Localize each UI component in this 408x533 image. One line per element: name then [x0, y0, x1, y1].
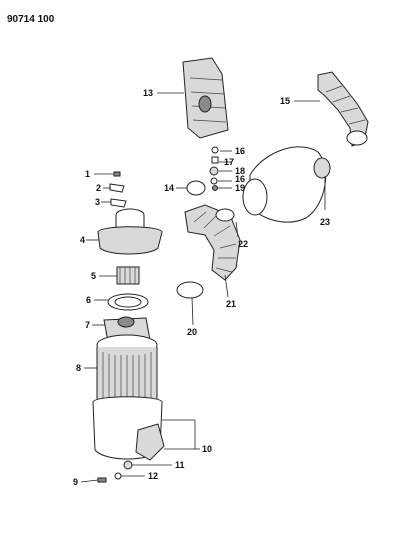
- part-20-clamp: [176, 281, 204, 299]
- callout-3: 3: [95, 197, 100, 207]
- part-10-housing: [92, 396, 165, 461]
- callout-20: 20: [187, 327, 197, 337]
- callout-9: 9: [73, 477, 78, 487]
- part-13-intake-duct: [182, 57, 229, 139]
- part-12-washer: [114, 472, 122, 480]
- callout-21: 21: [226, 299, 236, 309]
- callout-4: 4: [80, 235, 85, 245]
- callout-17: 17: [224, 157, 234, 167]
- callout-15: 15: [280, 96, 290, 106]
- callout-16b: 16: [235, 174, 245, 184]
- part-5-element: [116, 266, 140, 285]
- leader-lines: [80, 92, 326, 483]
- part-14-clamp: [186, 180, 206, 196]
- part-8-filter: [96, 334, 158, 408]
- callout-8: 8: [76, 363, 81, 373]
- part-11-nut: [123, 460, 133, 470]
- part-21-22-corrugated-hose: [184, 204, 241, 281]
- callout-labels: 13 15 16 17 18 16 19 14 23 22 21 20 1 2 …: [73, 88, 330, 487]
- callout-22: 22: [238, 239, 248, 249]
- callout-18: 18: [235, 166, 245, 176]
- callout-10: 10: [202, 444, 212, 454]
- part-15-hose: [317, 71, 369, 147]
- callout-16: 16: [235, 146, 245, 156]
- callout-23: 23: [320, 217, 330, 227]
- callout-11: 11: [175, 460, 185, 470]
- callout-12: 12: [148, 471, 158, 481]
- part-23-air-housing: [242, 146, 331, 223]
- callout-5: 5: [91, 271, 96, 281]
- diagram-number: 90714 100: [7, 14, 55, 25]
- callout-7: 7: [85, 320, 90, 330]
- callout-6: 6: [86, 295, 91, 305]
- small-hardware: [209, 146, 219, 191]
- part-9-bolt: [97, 477, 107, 483]
- left-hardware: [109, 171, 127, 208]
- part-4-cover: [97, 208, 163, 255]
- callout-2: 2: [96, 183, 101, 193]
- callout-1: 1: [85, 169, 90, 179]
- callout-13: 13: [143, 88, 153, 98]
- callout-19: 19: [235, 183, 245, 193]
- callout-14: 14: [164, 183, 174, 193]
